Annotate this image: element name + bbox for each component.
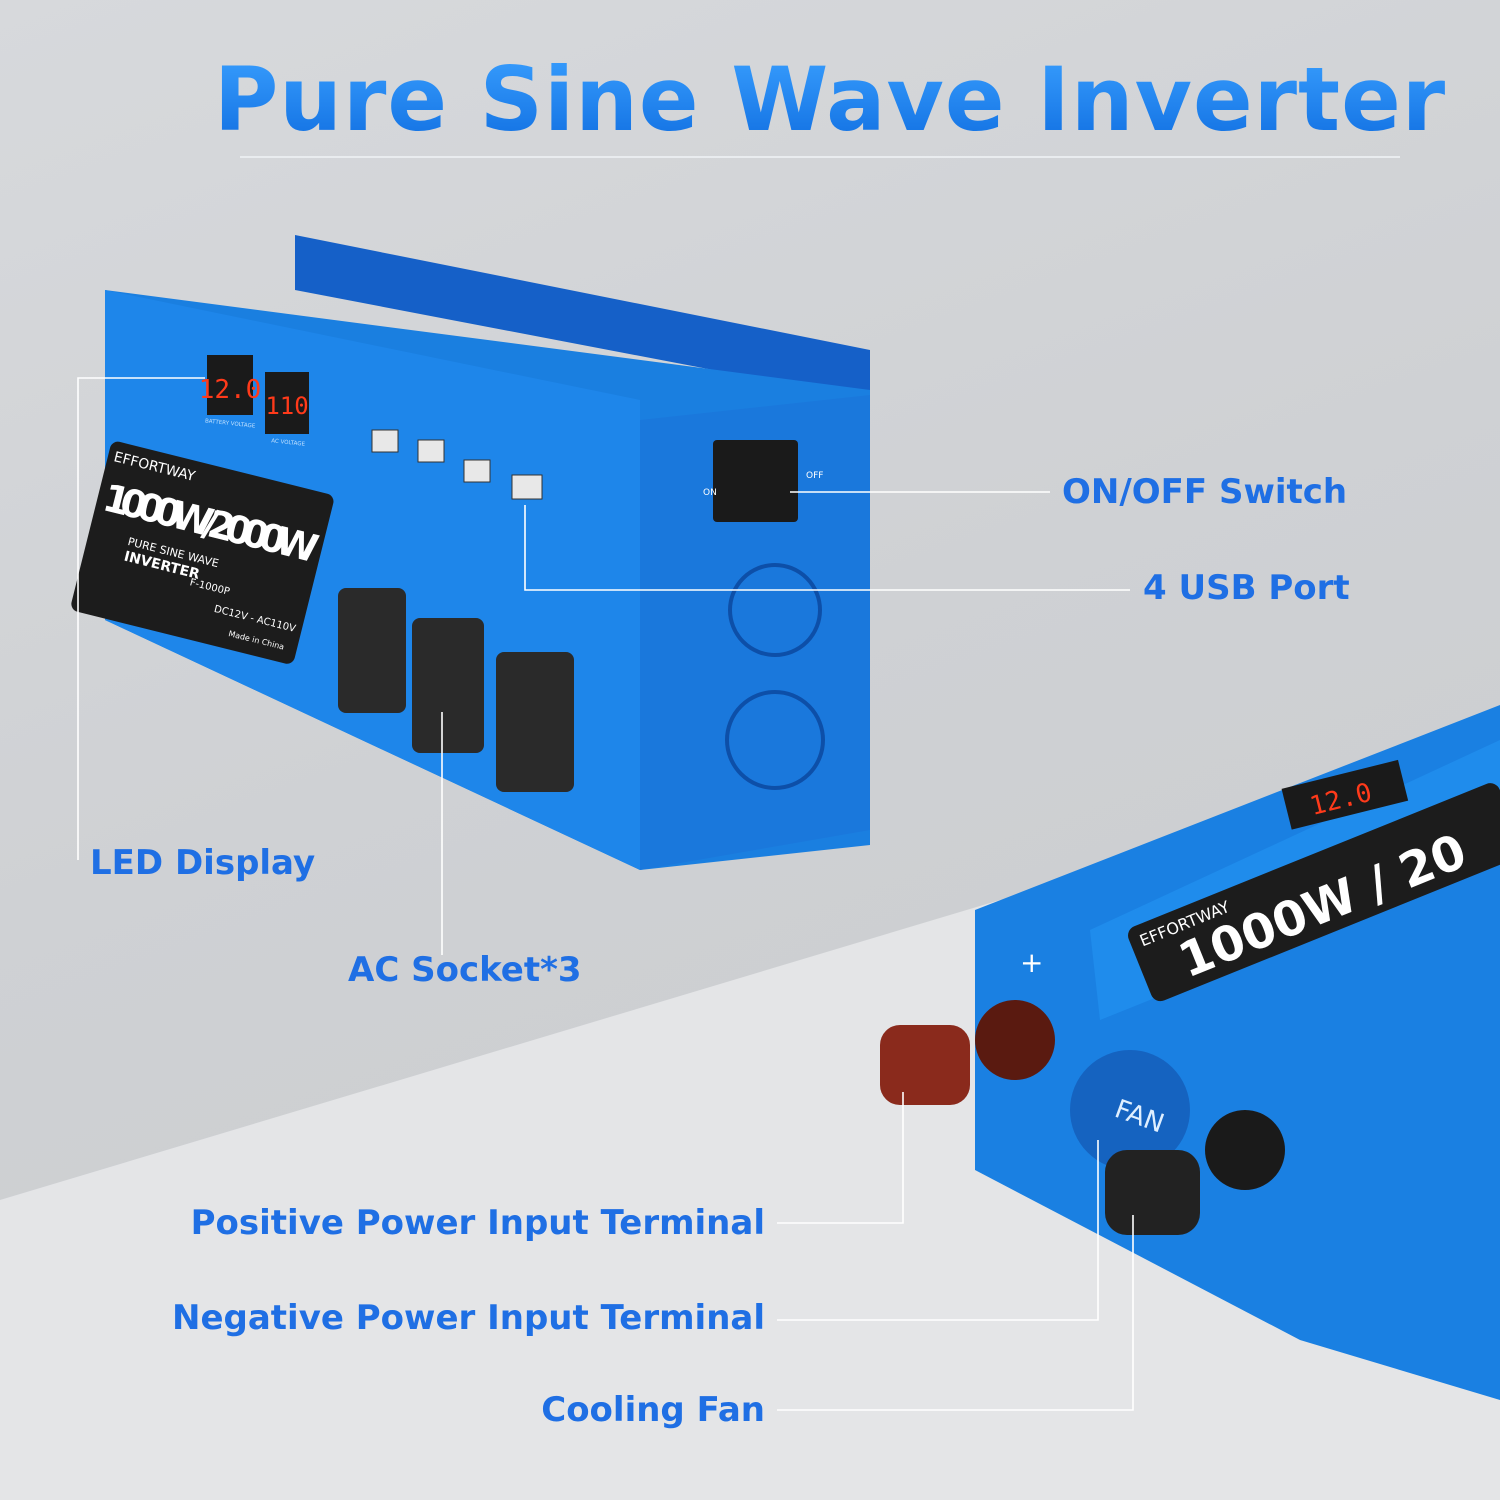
ac-voltage-readout: 110 <box>265 392 308 420</box>
callout-negative-terminal: Negative Power Input Terminal <box>172 1298 765 1338</box>
fan-grille-icon <box>725 690 825 790</box>
battery-led-display <box>207 355 253 415</box>
switch-off-label: OFF <box>806 471 823 481</box>
inverter-front-view: 12.0 BATTERY VOLTAGE 110 AC VOLTAGE EFFO… <box>71 235 870 870</box>
callout-lines <box>77 377 1134 1411</box>
usb-ports <box>371 429 543 500</box>
positive-terminal <box>975 1000 1055 1080</box>
callout-positive-terminal: Positive Power Input Terminal <box>190 1203 765 1243</box>
negative-terminal <box>1205 1110 1285 1190</box>
negative-terminal-knob <box>1105 1150 1200 1235</box>
switch-on-label: ON <box>703 488 717 498</box>
page-title: Pure Sine Wave Inverter <box>0 48 1500 151</box>
inverter-rear-view: 12.0 EFFORTWAY 1000W / 20 + FAN <box>880 705 1500 1400</box>
ac-led-display <box>265 372 309 434</box>
callout-led-display: LED Display <box>90 843 316 883</box>
ac-voltage-label: AC VOLTAGE <box>271 438 306 448</box>
product-label-panel <box>1128 783 1500 1002</box>
fan-grille-icon <box>728 563 822 657</box>
product-label-panel <box>71 441 334 664</box>
ac-sockets <box>338 588 574 792</box>
battery-led-display <box>1281 759 1409 830</box>
on-off-switch <box>713 440 798 522</box>
callout-ac-socket: AC Socket*3 <box>348 950 582 990</box>
positive-terminal-knob <box>880 1025 970 1105</box>
battery-voltage-label: BATTERY VOLTAGE <box>205 418 256 429</box>
callout-cooling-fan: Cooling Fan <box>541 1390 765 1430</box>
callout-on-off-switch: ON/OFF Switch <box>1062 472 1348 512</box>
plus-sign: + <box>1020 946 1043 979</box>
cooling-fan <box>1070 1050 1190 1170</box>
title-divider <box>240 156 1400 158</box>
battery-voltage-readout: 12.0 <box>199 375 262 405</box>
callout-usb-ports: 4 USB Port <box>1143 568 1350 608</box>
